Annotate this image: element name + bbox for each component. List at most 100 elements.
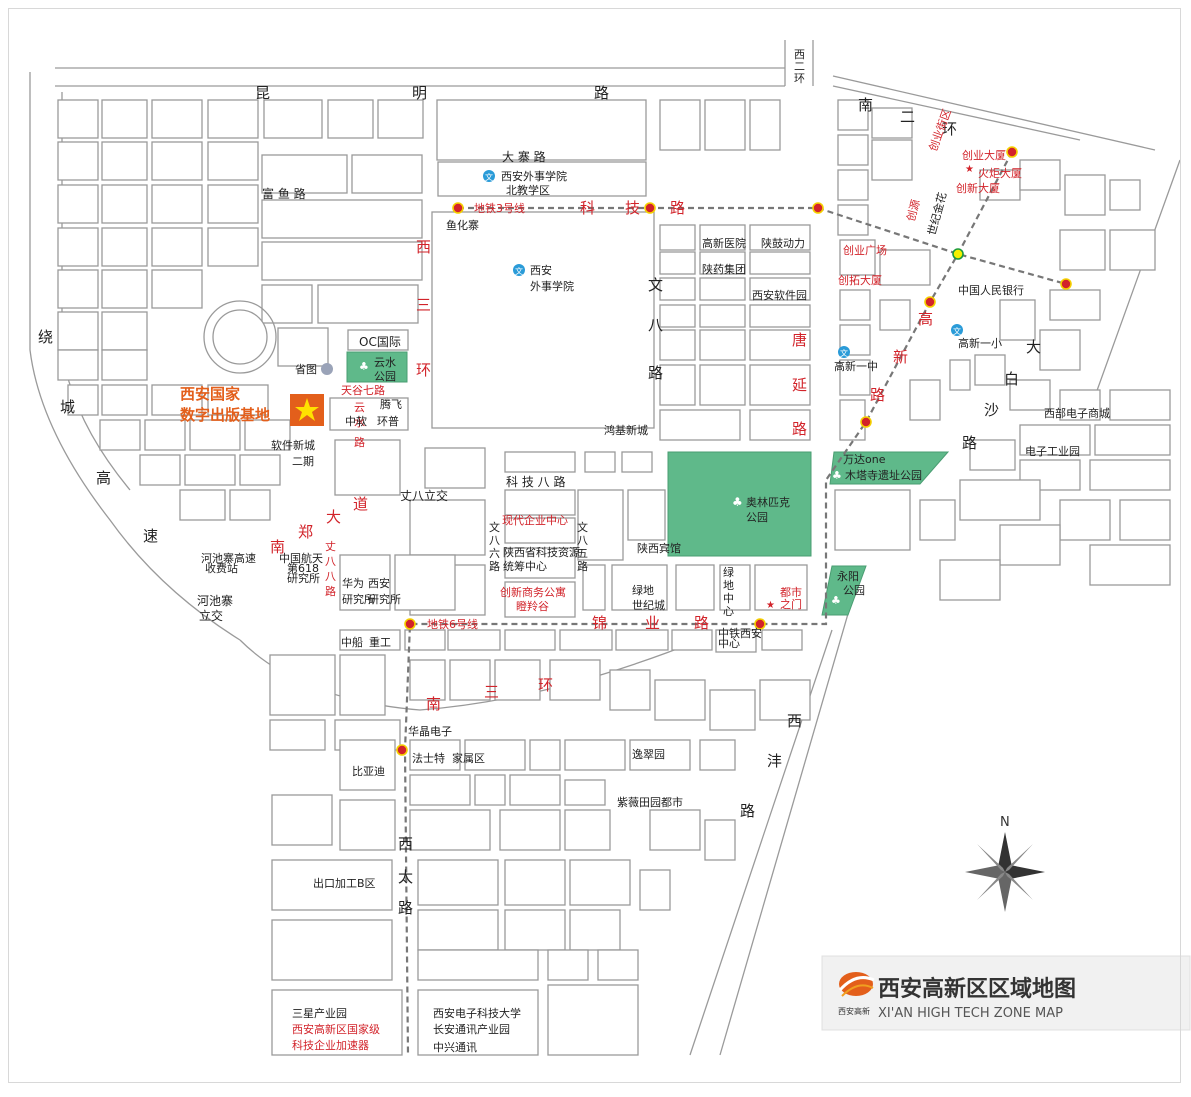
label-dianzi-gongye[interactable]: 电子工业园 [1025, 445, 1080, 458]
metro-station[interactable] [924, 296, 936, 308]
city-block [139, 454, 181, 486]
label-shaanyao[interactable]: 陕药集团 [702, 262, 746, 276]
label-jiashuqu[interactable]: 家属区 [452, 751, 485, 765]
label-gaoxin-hospital[interactable]: 高新医院 [702, 236, 746, 250]
label-samsung[interactable]: 三星产业园 [292, 1006, 347, 1020]
metro-station[interactable] [404, 618, 416, 630]
metro-station[interactable] [860, 416, 872, 428]
metro-transfer-station[interactable] [952, 248, 964, 260]
label-olympic-1[interactable]: 奥林匹克 [746, 495, 790, 509]
label-zhongchuan[interactable]: 中船 [341, 635, 363, 649]
label-zte[interactable]: 中兴通讯 [433, 1041, 477, 1054]
label-export-b[interactable]: 出口加工B区 [313, 876, 376, 890]
label-gaoxin-yizhong[interactable]: 高新一中 [834, 359, 878, 373]
metro-station[interactable] [644, 202, 656, 214]
label-metro6[interactable]: 地铁6号线 [427, 617, 478, 631]
label-hangtian-3[interactable]: 研究所 [287, 571, 320, 585]
label-byd[interactable]: 比亚迪 [352, 765, 385, 778]
metro-station[interactable] [812, 202, 824, 214]
label-lvdi-center-3[interactable]: 中 [723, 592, 734, 605]
label-yuhuazhai[interactable]: 鱼化寨 [446, 218, 479, 232]
label-zhongruan[interactable]: 中软 [345, 414, 367, 428]
label-zhongtie-2[interactable]: 中心 [718, 637, 740, 650]
label-chuangxin-dasha[interactable]: 创新大厦 [956, 181, 1000, 195]
label-toll-1[interactable]: 河池寨高速 [201, 551, 256, 565]
label-lvdi-center-1[interactable]: 绿 [723, 565, 734, 579]
label-mutasi[interactable]: 木塔寺遗址公园 [845, 468, 922, 482]
metro-station[interactable] [754, 618, 766, 630]
label-foreign-north-1[interactable]: 西安外事学院 [501, 169, 567, 183]
label-toll-2[interactable]: 收费站 [205, 561, 238, 575]
label-xidian-mall[interactable]: 西部电子商城 [1044, 406, 1110, 420]
target-star-icon [295, 398, 319, 421]
label-xianinst-1[interactable]: 西安 [368, 576, 390, 590]
metro-station[interactable] [452, 202, 464, 214]
label-hechizhai-1[interactable]: 河池寨 [197, 593, 233, 608]
label-huajing[interactable]: 华晶电子 [408, 724, 452, 738]
label-foreign-2[interactable]: 外事学院 [530, 279, 574, 293]
yongyang-park [821, 565, 867, 616]
label-ziwei[interactable]: 紫薇田园都市 [617, 795, 683, 809]
label-chuangyuan[interactable]: 创源 [903, 198, 922, 223]
label-shaanxi-hotel[interactable]: 陕西宾馆 [637, 541, 681, 555]
metro-station[interactable] [1060, 278, 1072, 290]
city-block [609, 669, 651, 711]
label-yicuiyuan[interactable]: 逸翠园 [632, 748, 665, 761]
label-chuangxin-2[interactable]: 瞪羚谷 [516, 599, 549, 613]
label-lvdi-century-2[interactable]: 世纪城 [632, 599, 665, 612]
label-yongyang-2[interactable]: 公园 [843, 584, 865, 597]
label-chuangxin-1[interactable]: 创新商务公寓 [500, 585, 566, 599]
logo-text: 西安高新 [838, 1006, 870, 1016]
label-wanda[interactable]: 万达one [843, 453, 886, 466]
label-huanpu[interactable]: 环普 [377, 414, 399, 428]
label-xidian-2[interactable]: 长安通讯产业园 [433, 1022, 510, 1036]
label-metro3[interactable]: 地铁3号线 [474, 201, 525, 215]
label-lvdi-century-1[interactable]: 绿地 [632, 583, 654, 597]
metro-station[interactable] [1006, 146, 1018, 158]
label-shengtu[interactable]: 省图 [295, 363, 317, 376]
label-foreign-1[interactable]: 西安 [530, 263, 552, 277]
label-tengfei[interactable]: 腾飞 [380, 397, 402, 411]
label-huawei-1[interactable]: 华为 [342, 576, 364, 590]
label-hangtian-1[interactable]: 中国航天 [279, 551, 323, 565]
label-hechizhai-2[interactable]: 立交 [199, 608, 223, 623]
label-xidian-1[interactable]: 西安电子科技大学 [433, 1006, 521, 1020]
label-huoju[interactable]: 火炬大厦 [978, 166, 1022, 180]
label-renmin[interactable]: 中国人民银行 [958, 283, 1024, 297]
metro-station[interactable] [396, 744, 408, 756]
label-fashite[interactable]: 法士特 [412, 751, 445, 765]
label-huawei-2[interactable]: 研究所 [342, 592, 375, 606]
label-target-1[interactable]: 西安国家 [180, 385, 240, 403]
label-xianinst-2[interactable]: 研究所 [368, 592, 401, 606]
label-foreign-north-2[interactable]: 北教学区 [506, 183, 550, 197]
label-modern-enterprise[interactable]: 现代企业中心 [502, 513, 568, 527]
label-ruanjian-1[interactable]: 软件新城 [271, 438, 315, 452]
label-yongyang-1[interactable]: 永阳 [837, 569, 859, 583]
label-ruanjian-2[interactable]: 二期 [292, 455, 314, 468]
label-keji-resource-1[interactable]: 陕西省科技资源 [503, 545, 580, 559]
label-zhongtie-1[interactable]: 中铁西安 [718, 626, 762, 640]
label-olympic-2[interactable]: 公园 [746, 511, 768, 524]
label-chuangye-guangchang[interactable]: 创业广场 [843, 243, 887, 257]
label-oc[interactable]: OC国际 [359, 335, 401, 349]
label-dushi-1[interactable]: 都市 [780, 585, 802, 599]
label-xian-software[interactable]: 西安软件园 [752, 288, 807, 302]
label-keji-resource-2[interactable]: 统筹中心 [503, 559, 547, 573]
label-shaangu[interactable]: 陕鼓动力 [761, 236, 805, 250]
label-target-2[interactable]: 数字出版基地 [180, 406, 270, 424]
label-chuangye-dasha[interactable]: 创业大厦 [962, 148, 1006, 162]
label-accelerator-1[interactable]: 西安高新区国家级 [292, 1022, 380, 1036]
label-lvdi-center-4[interactable]: 心 [723, 605, 734, 618]
label-accelerator-2[interactable]: 科技企业加速器 [292, 1038, 369, 1052]
label-zhonggong[interactable]: 重工 [369, 635, 391, 649]
label-lvdi-center-2[interactable]: 地 [723, 579, 734, 592]
label-chuangtuo[interactable]: 创拓大厦 [838, 273, 882, 287]
city-block [151, 99, 203, 139]
label-yunshui-park-1[interactable]: 云水 [374, 356, 396, 369]
label-yunshui-park-2[interactable]: 公园 [374, 370, 396, 383]
label-gaoxin-yixiao[interactable]: 高新一小 [958, 336, 1002, 350]
label-hangtian-2[interactable]: 第618 [287, 561, 319, 575]
label-dushi-2[interactable]: 之门 [780, 597, 802, 611]
label-hongji[interactable]: 鸿基新城 [604, 423, 648, 437]
city-block [1059, 229, 1106, 271]
